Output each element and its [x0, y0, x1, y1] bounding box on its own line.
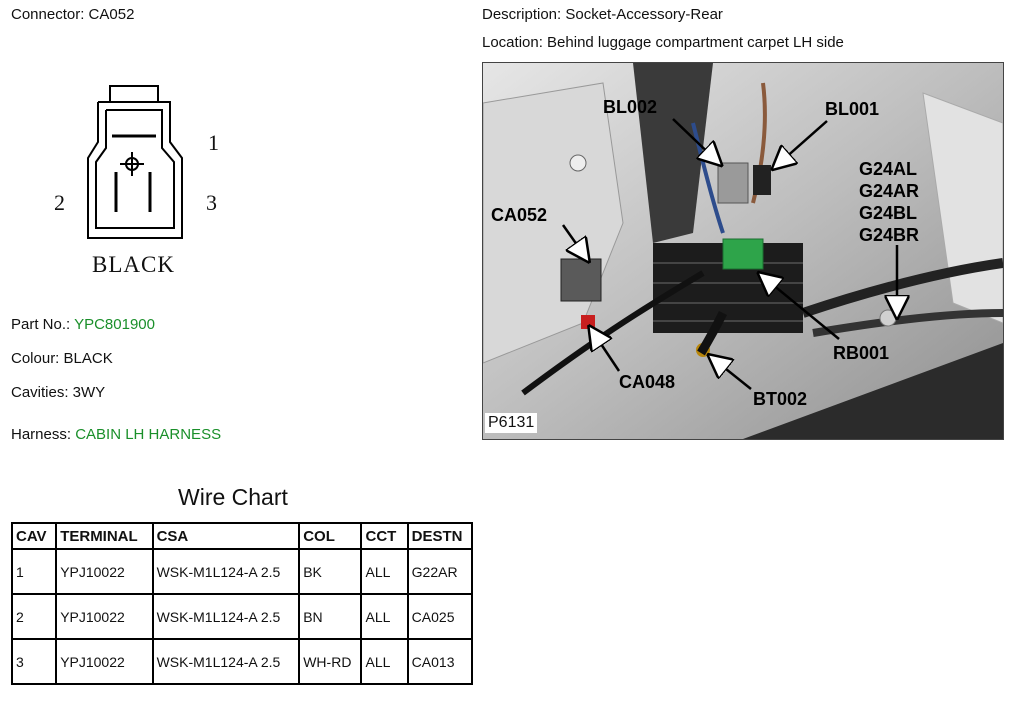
description-label: Description: Socket-Accessory-Rear: [482, 6, 723, 23]
table-cell: WSK-M1L124-A 2.5: [151, 548, 301, 595]
table-cell: 1: [10, 548, 58, 595]
callout-label-ca052: CA052: [491, 205, 547, 225]
wire-chart-table: CAV TERMINAL CSA COL CCT DESTN 1 YPJ1002…: [10, 522, 474, 685]
connector-colour-text: BLACK: [92, 252, 175, 277]
callout-label-bl001: BL001: [825, 99, 879, 119]
colour-label: Colour: BLACK: [11, 350, 113, 367]
table-cell: WSK-M1L124-A 2.5: [151, 638, 301, 685]
table-cell: WSK-M1L124-A 2.5: [151, 593, 301, 640]
table-cell: ALL: [360, 593, 409, 640]
table-cell: WH-RD: [298, 638, 363, 685]
wire-chart-header-row: CAV TERMINAL CSA COL CCT DESTN: [10, 522, 474, 550]
table-cell: BK: [298, 548, 363, 595]
pin-number-2: 2: [54, 190, 65, 215]
location-label: Location: Behind luggage compartment car…: [482, 34, 844, 51]
location-photo: BL002 BL001 G24AL G24AR G24BL G24BR CA05…: [482, 62, 1004, 440]
table-cell: G22AR: [406, 548, 474, 595]
pin-number-1: 1: [208, 130, 219, 155]
connector-label: Connector: CA052: [11, 6, 135, 23]
wire-chart-title: Wire Chart: [178, 484, 288, 510]
callout-label-bl002: BL002: [603, 97, 657, 117]
callout-label-g24al: G24AL: [859, 159, 917, 179]
harness-label: Harness:: [11, 426, 72, 443]
table-cell: 3: [10, 638, 58, 685]
table-cell: 2: [10, 593, 58, 640]
callout-label-g24bl: G24BL: [859, 203, 917, 223]
pin-number-3: 3: [206, 190, 217, 215]
part-number-value: YPC801900: [74, 316, 155, 333]
column-header-col: COL: [298, 522, 363, 550]
harness-value: CABIN LH HARNESS: [75, 426, 222, 443]
photo-reference: P6131: [485, 413, 538, 433]
table-cell: ALL: [360, 548, 409, 595]
connector-outline-icon: [87, 85, 183, 239]
table-row: 3 YPJ10022 WSK-M1L124-A 2.5 WH-RD ALL CA…: [10, 638, 474, 685]
column-header-cct: CCT: [360, 522, 409, 550]
callout-label-bt002: BT002: [753, 389, 807, 409]
callout-label-ca048: CA048: [619, 372, 675, 392]
table-cell: CA013: [406, 638, 474, 685]
table-cell: YPJ10022: [55, 638, 154, 685]
column-header-terminal: TERMINAL: [55, 522, 154, 550]
column-header-csa: CSA: [151, 522, 301, 550]
table-row: 2 YPJ10022 WSK-M1L124-A 2.5 BN ALL CA025: [10, 593, 474, 640]
table-cell: BN: [298, 593, 363, 640]
callout-label-rb001: RB001: [833, 343, 889, 363]
part-number-label: Part No.:: [11, 316, 71, 333]
vehicle-interior-photo: BL002 BL001 G24AL G24AR G24BL G24BR CA05…: [483, 63, 1003, 439]
table-cell: CA025: [406, 593, 474, 640]
connector-diagram: [50, 82, 230, 287]
table-cell: ALL: [360, 638, 409, 685]
part-number: Part No.: YPC801900: [11, 316, 155, 333]
callout-label-g24ar: G24AR: [859, 181, 919, 201]
callout-label-g24br: G24BR: [859, 225, 919, 245]
harness: Harness: CABIN LH HARNESS: [11, 426, 221, 443]
column-header-destn: DESTN: [406, 522, 474, 550]
cavities-label: Cavities: 3WY: [11, 384, 106, 401]
table-row: 1 YPJ10022 WSK-M1L124-A 2.5 BK ALL G22AR: [10, 548, 474, 595]
column-header-cav: CAV: [10, 522, 58, 550]
table-cell: YPJ10022: [55, 548, 154, 595]
table-cell: YPJ10022: [55, 593, 154, 640]
